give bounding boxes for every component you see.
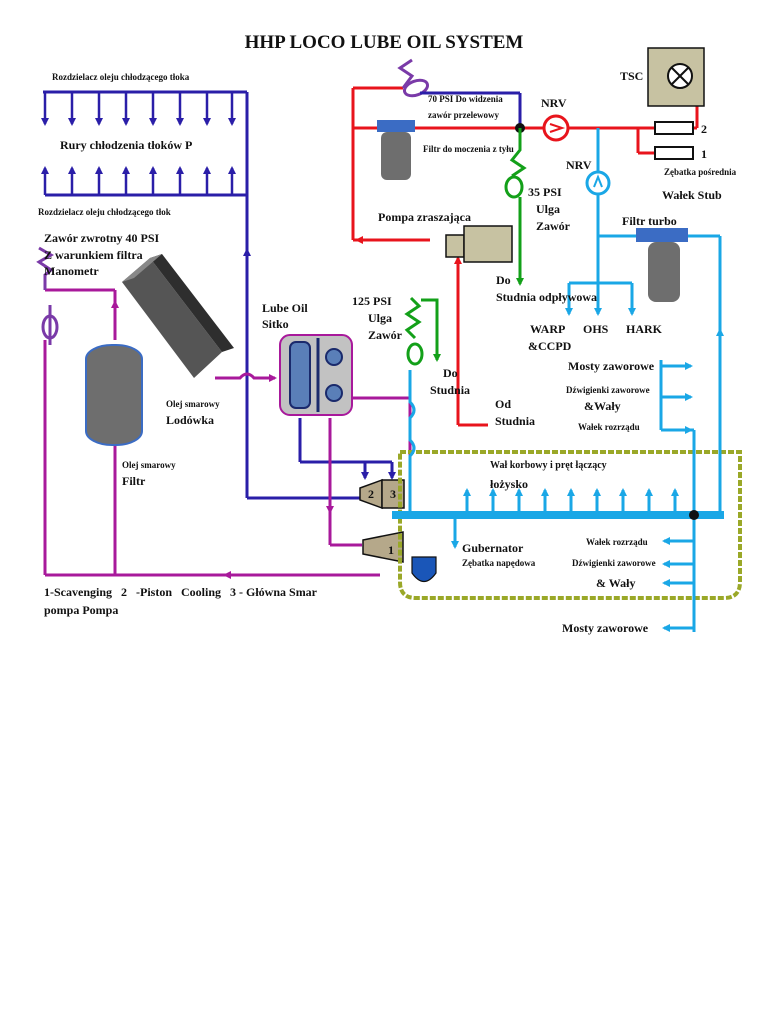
label-nrv-2: NRV bbox=[566, 158, 592, 172]
label-filter-back: Filtr do moczenia z tyłu bbox=[423, 144, 514, 154]
label-manifold-top: Rozdzielacz oleju chłodzącego tłoka bbox=[52, 72, 190, 82]
cyan-junction bbox=[689, 510, 699, 520]
relief-valve-35psi bbox=[504, 128, 527, 286]
piston-cooling-up-arrows bbox=[41, 166, 236, 195]
label-od-studnia-1: Od bbox=[495, 397, 511, 411]
label-gear-2: 2 bbox=[701, 122, 707, 136]
pump-number-1: 1 bbox=[388, 543, 394, 557]
label-drive-gear: Zębatka napędowa bbox=[462, 558, 536, 568]
label-gear-1: 1 bbox=[701, 147, 707, 161]
pump-number-3: 3 bbox=[390, 487, 396, 501]
label-piston-pipes: Rury chłodzenia tłoków P bbox=[60, 138, 192, 152]
label-check-valve-1: Zawór zwrotny 40 PSI bbox=[44, 231, 160, 245]
label-rocker-arms-top: Dźwigienki zaworowe bbox=[566, 385, 650, 395]
label-relief-125-1: 125 PSI bbox=[352, 294, 392, 308]
pump-2-3 bbox=[359, 478, 405, 510]
engine-sump-frame bbox=[398, 450, 742, 600]
check-valve-40psi bbox=[36, 246, 59, 345]
turbo-filter-shape bbox=[636, 228, 688, 302]
label-stub-shaft: Wałek Stub bbox=[662, 188, 722, 202]
label-relief-35-1: 35 PSI bbox=[528, 185, 562, 199]
label-rocker-arms-bottom: Dźwigienki zaworowe bbox=[572, 558, 656, 568]
legend-line-2: pompa Pompa bbox=[44, 603, 118, 617]
lube-oil-cooler bbox=[122, 254, 234, 378]
label-od-studnia-2: Studnia bbox=[495, 414, 535, 428]
label-filter: Filtr bbox=[122, 474, 146, 488]
label-ohs: OHS bbox=[583, 322, 609, 336]
nrv-red bbox=[542, 114, 570, 142]
label-valve-bridges-bottom: Mosty zaworowe bbox=[562, 621, 649, 635]
lube-oil-filter bbox=[85, 344, 143, 446]
bearing-arrows bbox=[463, 488, 679, 511]
label-camshaft-bottom: Wałek rozrządu bbox=[586, 537, 648, 547]
label-filter-small: Olej smarowy bbox=[122, 460, 176, 470]
label-priming-pump: Pompa zraszająca bbox=[378, 210, 471, 224]
lube-oil-strainer bbox=[279, 334, 353, 416]
pump-number-2: 2 bbox=[368, 487, 374, 501]
label-valve-bridges-top: Mosty zaworowe bbox=[568, 359, 655, 373]
label-idler-gear: Zębatka pośrednia bbox=[664, 167, 737, 177]
label-ccpd: &CCPD bbox=[528, 339, 572, 353]
label-do-studnia-1: Do bbox=[443, 366, 458, 380]
label-strainer-1: Lube Oil bbox=[262, 301, 308, 315]
label-cooler-small: Olej smarowy bbox=[166, 399, 220, 409]
valve-70psi bbox=[397, 58, 522, 128]
scavenge-lines bbox=[43, 288, 412, 577]
label-manifold-bottom: Rozdzielacz oleju chłodzącego tłok bbox=[38, 207, 171, 217]
relief-valve-125psi bbox=[404, 296, 441, 366]
pump-1 bbox=[362, 531, 404, 563]
label-turbo-filter: Filtr turbo bbox=[622, 214, 677, 228]
piston-cooling-down-arrows bbox=[41, 92, 236, 126]
label-crankshaft-1: Wał korbowy i pręt łączący bbox=[490, 460, 607, 471]
label-crankshaft-2: łożysko bbox=[490, 477, 528, 491]
priming-pump bbox=[445, 225, 513, 263]
filter-back-wetting bbox=[377, 120, 415, 180]
label-manometer: Manometr bbox=[44, 264, 99, 278]
label-do-studnia-2: Studnia bbox=[430, 383, 470, 397]
label-governor: Gubernator bbox=[462, 541, 524, 555]
label-relief-35-3: Zawór bbox=[536, 219, 571, 233]
stub-gears bbox=[654, 121, 694, 160]
bottom-branch-arrows bbox=[451, 519, 694, 632]
label-hark: HARK bbox=[626, 322, 663, 336]
turbo-feed-arrows bbox=[565, 283, 636, 316]
label-tsc: TSC bbox=[620, 69, 643, 83]
tsc-box bbox=[647, 47, 705, 107]
label-valve-70-2: zawór przelewowy bbox=[428, 110, 500, 120]
label-cooler: Lodówka bbox=[166, 413, 214, 427]
label-camshaft-top: Wałek rozrządu bbox=[578, 422, 640, 432]
label-drain-1: Do bbox=[496, 273, 511, 287]
label-shafts-bottom: & Wały bbox=[596, 576, 635, 590]
label-drain-2: Studnia odpływowa bbox=[496, 290, 597, 304]
nrv-cyan bbox=[585, 170, 611, 196]
label-shafts-top: &Wały bbox=[584, 399, 621, 413]
governor-shape bbox=[411, 556, 437, 583]
label-strainer-2: Sitko bbox=[262, 317, 289, 331]
diagram-title: HHP LOCO LUBE OIL SYSTEM bbox=[245, 32, 524, 53]
top-branch-arrows bbox=[661, 328, 724, 434]
label-nrv-1: NRV bbox=[541, 96, 567, 110]
label-relief-35-2: Ulga bbox=[536, 202, 560, 216]
label-check-valve-2: Z warunkiem filtra bbox=[44, 248, 143, 262]
main-oil-header bbox=[392, 511, 724, 519]
label-relief-125-2: Ulga bbox=[368, 311, 392, 325]
legend-line-1: 1-Scavenging 2 -Piston Cooling 3 - Główn… bbox=[44, 585, 318, 599]
label-relief-125-3: Zawór bbox=[368, 328, 403, 342]
label-valve-70-1: 70 PSI Do widzenia bbox=[428, 94, 503, 104]
label-warp: WARP bbox=[530, 322, 565, 336]
